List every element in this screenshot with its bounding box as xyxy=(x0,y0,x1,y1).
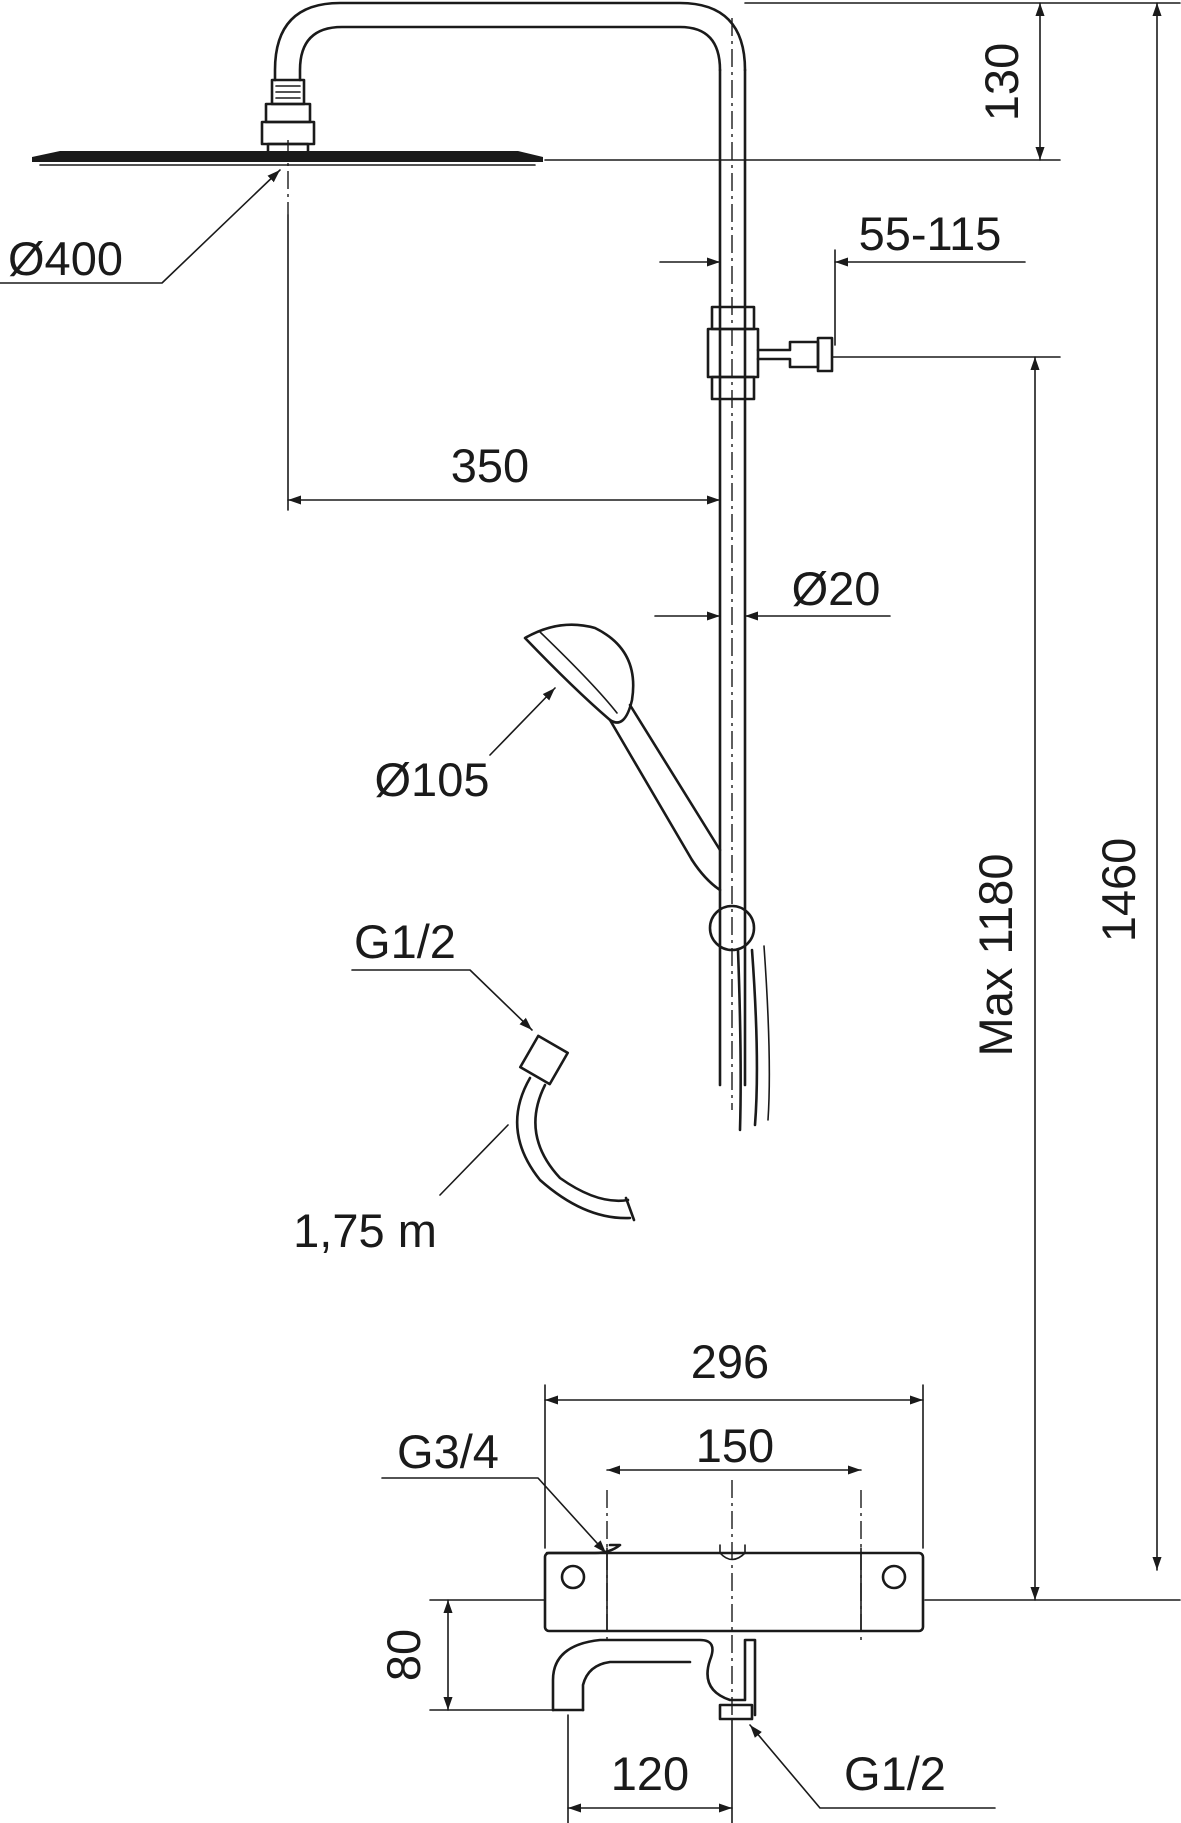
shower-column xyxy=(273,1,747,1110)
dim-head-diameter-label: Ø400 xyxy=(8,232,123,285)
dim-pipe-diameter: Ø20 xyxy=(654,562,891,621)
dim-hand-shower-diameter: Ø105 xyxy=(375,687,556,806)
dim-head-height-label: 130 xyxy=(975,43,1028,121)
dim-head-height: 130 xyxy=(544,2,1181,161)
dim-hose-thread: G1/2 xyxy=(351,915,533,1031)
dim-inlet-thread-label: G3/4 xyxy=(397,1425,499,1478)
dim-inlet-thread: G3/4 xyxy=(381,1425,607,1554)
dim-max-height: Max 1180 xyxy=(831,356,1181,1601)
hand-shower-hose xyxy=(736,945,771,1132)
dim-outlet-thread: G1/2 xyxy=(749,1724,996,1809)
slide-bracket xyxy=(706,305,834,401)
dim-hose-thread-label: G1/2 xyxy=(354,915,456,968)
dim-mixer-height-label: 80 xyxy=(377,1629,430,1681)
dim-bracket-range-label: 55-115 xyxy=(859,207,1002,260)
head-connector xyxy=(260,78,316,156)
dim-mixer-width: 296 xyxy=(544,1335,924,1549)
dim-mixer-width-label: 296 xyxy=(691,1335,769,1388)
dim-spout-projection-label: 120 xyxy=(611,1747,689,1800)
thermostatic-mixer xyxy=(543,1480,925,1715)
hand-shower xyxy=(523,623,756,952)
dim-inlet-spacing: 150 xyxy=(606,1419,862,1475)
dim-hand-shower-diameter-label: Ø105 xyxy=(375,753,490,806)
dim-head-diameter: Ø400 xyxy=(0,169,281,285)
dim-inlet-spacing-label: 150 xyxy=(696,1419,774,1472)
dim-hose-length-label: 1,75 m xyxy=(293,1204,437,1257)
dim-hose-length: 1,75 m xyxy=(293,1124,509,1257)
dim-max-height-label: Max 1180 xyxy=(969,854,1022,1057)
bath-spout xyxy=(551,1638,757,1721)
dim-overall-height-label: 1460 xyxy=(1092,838,1145,943)
dim-arm-reach: 350 xyxy=(287,214,721,511)
dim-arm-reach-label: 350 xyxy=(451,439,529,492)
dim-bracket-range: 55-115 xyxy=(659,207,1026,346)
dim-spout-projection: 120 xyxy=(567,1714,733,1823)
dim-pipe-diameter-label: Ø20 xyxy=(792,562,881,615)
hose-detail xyxy=(515,1034,636,1222)
dim-mixer-height: 80 xyxy=(377,1599,554,1711)
dim-outlet-thread-label: G1/2 xyxy=(844,1747,946,1800)
dim-overall-height: 1460 xyxy=(1092,2,1162,1571)
